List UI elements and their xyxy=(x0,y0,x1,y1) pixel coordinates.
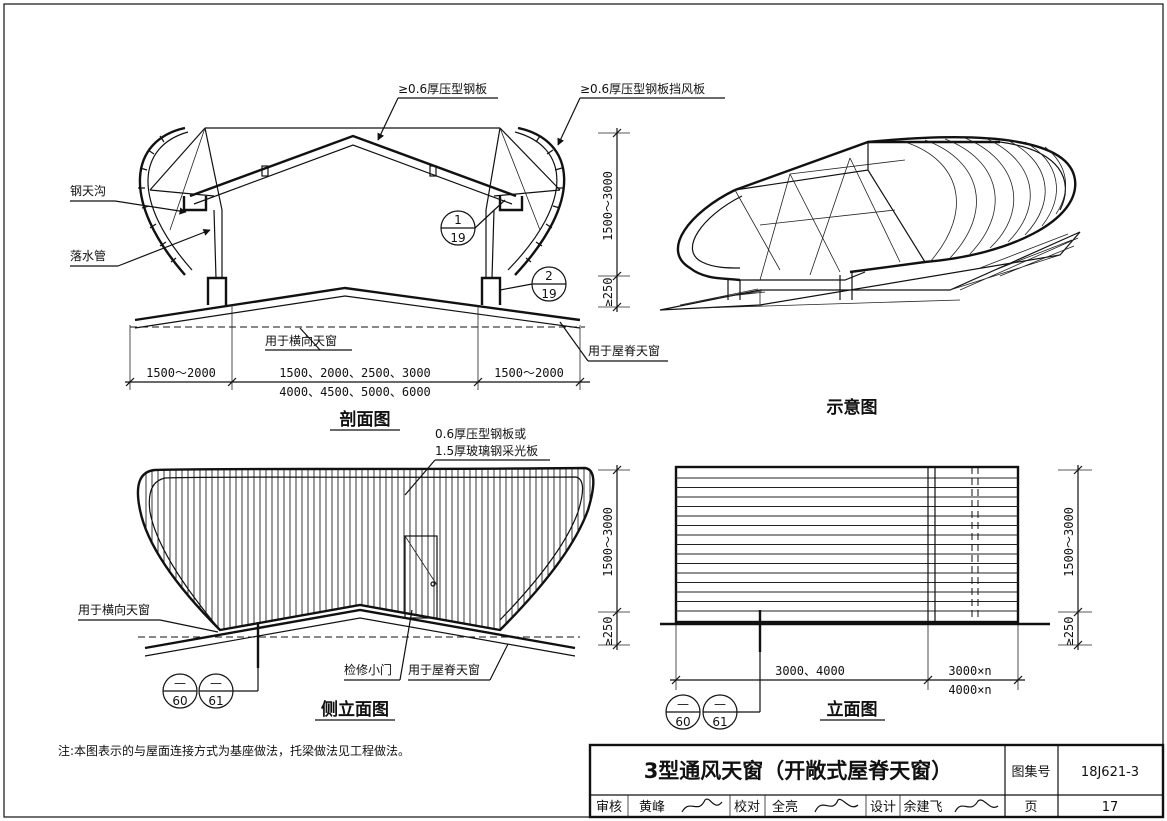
label-transverse: 用于横向天窗 xyxy=(265,333,337,348)
section-view: ≥0.6厚压型钢板 ≥0.6厚压型钢板挡风板 钢天沟 落水管 用于横向天窗 用于… xyxy=(70,82,725,431)
title-front: 立面图 xyxy=(827,699,878,720)
svg-text:2: 2 xyxy=(545,269,553,283)
svg-text:60: 60 xyxy=(172,694,187,708)
note-text: 注:本图表示的与屋面连接方式为基座做法，托梁做法见工程做法。 xyxy=(58,743,410,758)
title-side: 侧立面图 xyxy=(321,699,389,720)
gutter-left xyxy=(182,196,208,212)
svg-text:61: 61 xyxy=(712,715,727,729)
dim-base-side: ≥250 xyxy=(601,617,615,646)
dim-base-front: ≥250 xyxy=(1062,617,1076,646)
check-name: 全亮 xyxy=(772,799,798,815)
svg-text:—: — xyxy=(174,676,186,690)
front-louvers xyxy=(676,477,1018,612)
detail-ref-2-19[interactable]: 2 19 xyxy=(499,266,567,302)
side-elevation-view: 0.6厚压型钢板或 1.5厚玻璃钢采光板 用于横向天窗 检修小门 用于屋脊天窗 … xyxy=(78,427,595,721)
detail-ref-60-side[interactable]: — 60 xyxy=(162,673,198,709)
svg-text:60: 60 xyxy=(675,715,690,729)
base-right xyxy=(480,276,502,305)
label-panel-1: 0.6厚压型钢板或 xyxy=(435,427,526,441)
check-signature xyxy=(814,798,859,813)
label-steel-sheet: ≥0.6厚压型钢板 xyxy=(398,82,487,96)
detail-ref-61-side[interactable]: — 61 xyxy=(198,664,259,709)
label-wind-sheet: ≥0.6厚压型钢板挡风板 xyxy=(580,82,705,96)
design-name: 余建飞 xyxy=(903,799,942,815)
schematic-right-cap xyxy=(849,136,1077,274)
title-schematic: 示意图 xyxy=(827,397,878,418)
gutter-right xyxy=(498,196,524,212)
roof-slope-line xyxy=(134,286,581,322)
label-panel-2: 1.5厚玻璃钢采光板 xyxy=(435,444,538,458)
front-elevation-view: 1500～3000 ≥250 1500～3000 ≥250 3000、4000 … xyxy=(598,465,1092,730)
drawing-title: 3型通风天窗（开敞式屋脊天窗） xyxy=(644,759,953,783)
door-knob-icon xyxy=(430,581,436,587)
dim-right: 1500～2000 xyxy=(494,366,564,380)
access-door[interactable] xyxy=(404,535,438,619)
review-signature xyxy=(681,798,723,813)
title-block: 3型通风天窗（开敞式屋脊天窗） 图集号 18J621-3 审核 黄峰 校对 全亮… xyxy=(588,743,1165,819)
design-signature xyxy=(954,799,999,813)
detail-ref-60-front[interactable]: — 60 xyxy=(665,694,701,730)
detail-ref-61-front[interactable]: — 61 xyxy=(702,650,761,730)
title-section: 剖面图 xyxy=(340,409,391,430)
page-number: 17 xyxy=(1102,800,1119,815)
dim-height-side: 1500～3000 xyxy=(601,507,615,577)
svg-text:—: — xyxy=(210,676,222,690)
dim-left: 1500～2000 xyxy=(146,366,216,380)
dim-height-front: 1500～3000 xyxy=(1062,507,1076,577)
svg-text:19: 19 xyxy=(450,231,465,245)
ridge-sheet xyxy=(189,134,517,198)
label-gutter: 钢天沟 xyxy=(70,184,106,198)
schematic-roof xyxy=(659,231,1081,311)
svg-text:1: 1 xyxy=(454,213,462,227)
dim-height-section: 1500～3000 xyxy=(601,171,615,241)
detail-ref-1-19[interactable]: 1 19 xyxy=(440,199,506,246)
label-door: 检修小门 xyxy=(344,662,392,677)
design-label: 设计 xyxy=(870,800,896,815)
label-transverse-side: 用于横向天窗 xyxy=(78,602,150,617)
label-ridge: 用于屋脊天窗 xyxy=(588,344,660,358)
wind-baffle-right xyxy=(514,126,566,276)
sheet-border xyxy=(3,3,1164,818)
svg-text:19: 19 xyxy=(541,287,556,301)
atlas-label: 图集号 xyxy=(1011,764,1050,780)
dim-mid2: 4000、4500、5000、6000 xyxy=(279,385,431,399)
dim-base-section: ≥250 xyxy=(601,278,615,307)
check-label: 校对 xyxy=(734,799,760,815)
svg-text:—: — xyxy=(714,697,726,711)
atlas-number: 18J621-3 xyxy=(1081,765,1139,780)
side-corrugation xyxy=(145,468,591,630)
dim-n1: 3000×n xyxy=(948,664,991,678)
dim-mid1: 1500、2000、2500、3000 xyxy=(279,366,431,380)
dim-width: 3000、4000 xyxy=(775,664,845,678)
base-left xyxy=(206,276,228,305)
page-label: 页 xyxy=(1024,800,1037,815)
review-name: 黄峰 xyxy=(639,800,665,815)
svg-text:—: — xyxy=(677,697,689,711)
schematic-left-cap xyxy=(676,188,741,282)
review-label: 审核 xyxy=(596,800,622,815)
label-ridge-side: 用于屋脊天窗 xyxy=(408,663,480,677)
label-downpipe: 落水管 xyxy=(70,248,106,263)
schematic-view: 示意图 xyxy=(659,136,1081,418)
svg-text:61: 61 xyxy=(208,694,223,708)
side-outline xyxy=(136,466,595,632)
dim-n2: 4000×n xyxy=(948,683,991,697)
